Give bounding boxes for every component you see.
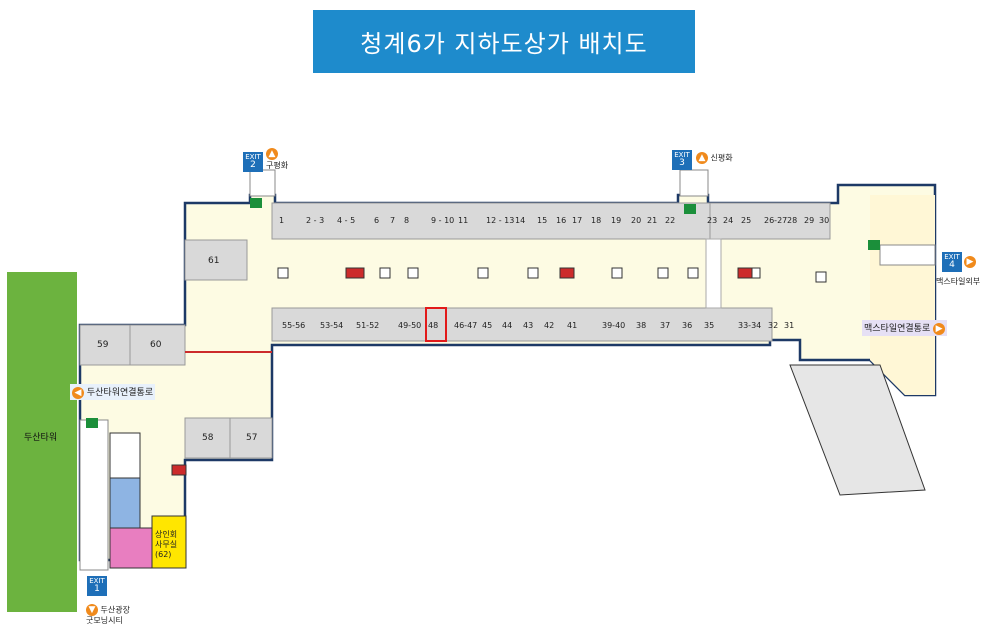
shop-top-10[interactable]: 15 — [537, 216, 548, 225]
shop-bottom-10[interactable]: 41 — [567, 321, 578, 330]
shop-top-18[interactable]: 23 — [707, 216, 718, 225]
shop-61: 61 — [208, 256, 220, 266]
shop-top-12[interactable]: 17 — [572, 216, 583, 225]
exit-2-destination[interactable]: ▲구평화 — [266, 148, 289, 170]
shop-bottom-4[interactable]: 48 — [428, 321, 439, 330]
shop-58: 58 — [202, 433, 214, 443]
shop-bottom-1[interactable]: 53-54 — [320, 321, 344, 330]
shop-top-8[interactable]: 12 - 13 — [486, 216, 515, 225]
shop-top-7[interactable]: 11 — [458, 216, 469, 225]
shop-top-17[interactable]: 22 — [665, 216, 676, 225]
shop-bottom-7[interactable]: 44 — [502, 321, 513, 330]
shop-top-15[interactable]: 20 — [631, 216, 642, 225]
shop-top-19[interactable]: 24 — [723, 216, 734, 225]
plaza-wedge — [789, 364, 926, 496]
shop-top-20[interactable]: 25 — [741, 216, 752, 225]
shop-top-11[interactable]: 16 — [556, 216, 567, 225]
shop-60: 60 — [150, 340, 162, 350]
shop-top-6[interactable]: 9 - 10 — [431, 216, 455, 225]
shop-bottom-16[interactable]: 33-34 — [738, 321, 762, 330]
shop-bottom-13[interactable]: 37 — [660, 321, 671, 330]
shop-top-2[interactable]: 4 - 5 — [337, 216, 356, 225]
shop-bottom-9[interactable]: 42 — [544, 321, 555, 330]
doosan-tower-area — [7, 272, 77, 612]
shop-top-3[interactable]: 6 — [374, 216, 380, 225]
shop-top-16[interactable]: 21 — [647, 216, 658, 225]
shop-top-23[interactable]: 29 — [804, 216, 815, 225]
arrow-up-icon: ▲ — [696, 152, 708, 164]
map-title: 청계6가 지하도상가 배치도 — [313, 10, 695, 73]
shop-top-13[interactable]: 18 — [591, 216, 602, 225]
shop-bottom-0[interactable]: 55-56 — [282, 321, 306, 330]
shop-bottom-11[interactable]: 39-40 — [602, 321, 626, 330]
shop-bottom-8[interactable]: 43 — [523, 321, 534, 330]
shop-top-24[interactable]: 30 — [819, 216, 830, 225]
exit-3-destination[interactable]: ▲ 신평화 — [696, 152, 733, 164]
shop-bottom-5[interactable]: 46-47 — [454, 321, 478, 330]
shop-top-22[interactable]: 28 — [787, 216, 798, 225]
shop-top-21[interactable]: 26-27 — [764, 216, 788, 225]
doosan-passage[interactable]: ◀ 두산타워연결통로 — [70, 384, 156, 400]
merchant-office: 상인회 사무실 (62) — [155, 530, 178, 559]
shop-top-1[interactable]: 2 - 3 — [306, 216, 325, 225]
shop-top-14[interactable]: 19 — [611, 216, 622, 225]
doosan-tower-label: 두산타워 — [24, 433, 58, 443]
arrow-down-icon: ▼ — [86, 604, 98, 616]
shop-top-4[interactable]: 7 — [390, 216, 396, 225]
shop-59: 59 — [97, 340, 109, 350]
shop-57: 57 — [246, 433, 258, 443]
exit-1-destination[interactable]: ▼ 두산광장 굿모닝시티 — [86, 604, 130, 625]
arrow-up-icon: ▲ — [266, 148, 278, 160]
shop-bottom-14[interactable]: 36 — [682, 321, 693, 330]
shop-bottom-12[interactable]: 38 — [636, 321, 647, 330]
shop-top-0[interactable]: 1 — [279, 216, 285, 225]
shop-bottom-6[interactable]: 45 — [482, 321, 493, 330]
shop-bottom-15[interactable]: 35 — [704, 321, 715, 330]
exit-4-destination[interactable]: 맥스타일외부 — [936, 277, 981, 286]
arrow-left-icon: ◀ — [72, 386, 84, 399]
maxtile-passage[interactable]: 맥스타일연결통로 ▶ — [862, 320, 948, 336]
maxtile-passage-label: 맥스타일연결통로 — [864, 324, 931, 334]
arrow-right-icon: ▶ — [964, 256, 976, 268]
shop-bottom-3[interactable]: 49-50 — [398, 321, 422, 330]
shop-top-5[interactable]: 8 — [404, 216, 410, 225]
shop-bottom-2[interactable]: 51-52 — [356, 321, 380, 330]
doosan-passage-label: 두산타워연결통로 — [86, 388, 154, 398]
shop-bottom-17[interactable]: 32 — [768, 321, 779, 330]
shop-bottom-18[interactable]: 31 — [784, 321, 795, 330]
shop-top-9[interactable]: 14 — [515, 216, 526, 225]
arrow-right-icon: ▶ — [933, 322, 946, 335]
